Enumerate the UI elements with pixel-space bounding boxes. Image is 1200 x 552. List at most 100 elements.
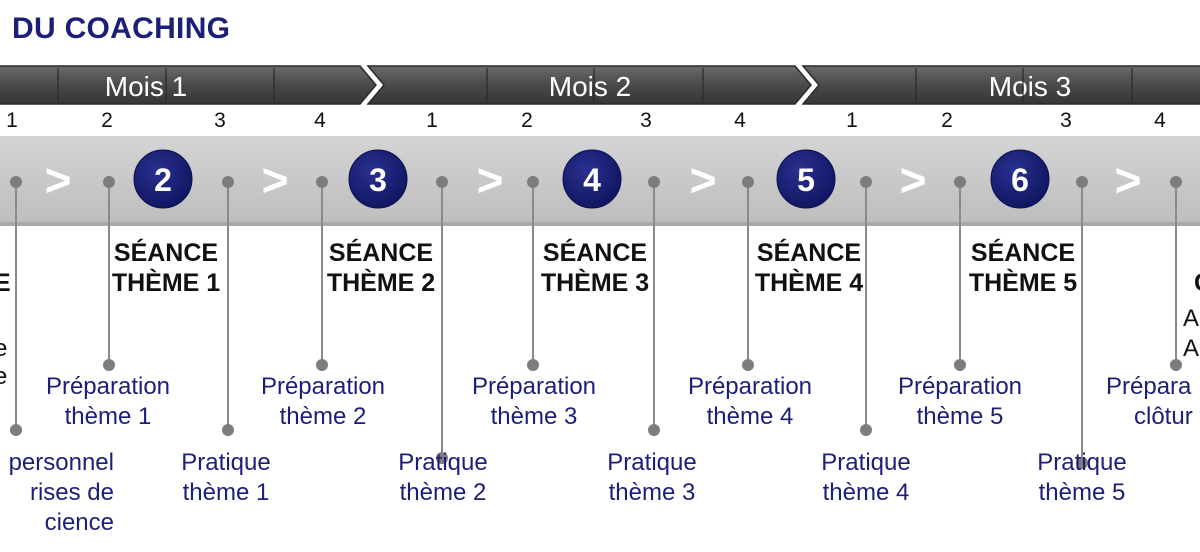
session-number-circle [133, 149, 193, 209]
practice-label-line2: thème 2 [399, 479, 487, 506]
practice-label-line2: thème 4 [822, 479, 910, 506]
connector-preparation-end-dot [316, 359, 328, 371]
practice-label-line1: Pratique [1037, 449, 1127, 476]
week-number: 3 [640, 109, 652, 132]
month-bar [801, 65, 1200, 105]
session-label-line1: SÉANCE [542, 239, 648, 267]
connector-practice-end-dot [222, 424, 234, 436]
session-label-line2: THÈME 3 [540, 269, 650, 297]
connector-practice-end-dot [860, 424, 872, 436]
partial-right-line: A [1183, 305, 1200, 332]
timeline-band-shadow [0, 222, 1200, 226]
connector-preparation-top-dot [316, 176, 328, 188]
chevron-arrow-icon: > [262, 154, 289, 206]
partial-left-fragment: e [0, 335, 8, 362]
chevron-arrow-icon: > [477, 154, 504, 206]
partial-left-heading: E [0, 269, 11, 297]
partial-right-heading: C [1194, 268, 1200, 298]
preparation-label-line1: Préparation [45, 373, 171, 400]
month-label: Mois 2 [549, 71, 631, 102]
session-number: 6 [1011, 162, 1029, 198]
preparation-label-line1: Préparation [471, 373, 597, 400]
partial-left-line: cience [44, 509, 114, 536]
connector-practice-top-dot [222, 176, 234, 188]
connector-preparation-top-dot [527, 176, 539, 188]
session-number-circle [348, 149, 408, 209]
week-number: 4 [1154, 109, 1166, 132]
practice-label: Pratique thème 3 [552, 448, 752, 508]
connector-preparation-end-dot [1170, 359, 1182, 371]
week-number: 2 [521, 109, 533, 132]
preparation-label-partial: Prépara clôtur [1106, 372, 1200, 432]
session-number: 5 [797, 162, 815, 198]
connector-preparation-top-dot [1170, 176, 1182, 188]
partial-right-line: A [1183, 335, 1200, 362]
month-bar [366, 65, 812, 105]
session-label-line2: THÈME 4 [754, 269, 864, 297]
partial-left-text: personnel rises de cience [0, 448, 114, 538]
week-number: 2 [941, 109, 953, 132]
week-number: 1 [846, 109, 858, 132]
connector-practice-end-dot [436, 452, 448, 464]
connector-preparation-end-dot [742, 359, 754, 371]
partial-left-fragment: e [0, 363, 8, 390]
practice-label-line2: thème 1 [182, 479, 270, 506]
session-number: 2 [154, 162, 172, 198]
session-number-circle [562, 149, 622, 209]
preparation-label-line2: clôtur [1134, 403, 1193, 430]
page-title: DU COACHING [12, 12, 231, 45]
month-bar [0, 65, 377, 105]
week-number: 3 [214, 109, 226, 132]
connector-practice-top-dot [648, 176, 660, 188]
practice-label-line2: thème 3 [608, 479, 696, 506]
practice-label-line2: thème 5 [1038, 479, 1126, 506]
practice-label: Pratique thème 4 [766, 448, 966, 508]
week-number: 2 [101, 109, 113, 132]
session-label-line2: THÈME 2 [326, 269, 436, 297]
practice-label: Pratique thème 5 [982, 448, 1182, 508]
month-label: Mois 1 [105, 71, 187, 102]
session-number-circle [776, 149, 836, 209]
week-number: 4 [314, 109, 326, 132]
preparation-label-line1: Prépara [1106, 373, 1192, 400]
chevron-arrow-icon: > [45, 154, 72, 206]
connector-practice-end-dot [1076, 457, 1088, 469]
partial-left-line: rises de [29, 479, 114, 506]
session-label-line1: SÉANCE [756, 239, 862, 267]
session-label-line1: SÉANCE [328, 239, 434, 267]
session-label-line2: THÈME 5 [968, 269, 1078, 297]
week-number: 1 [6, 109, 18, 132]
session-number-circle [990, 149, 1050, 209]
connector-preparation-top-dot [742, 176, 754, 188]
session-label-line1: SÉANCE [113, 239, 219, 267]
practice-label-line1: Pratique [821, 449, 911, 476]
connector-practice-top-dot [436, 176, 448, 188]
preparation-label-line2: thème 2 [279, 403, 367, 430]
connector-preparation-end-dot [527, 359, 539, 371]
chevron-arrow-icon: > [1115, 154, 1142, 206]
session-number: 4 [583, 162, 601, 198]
connector-practice-end-dot [648, 424, 660, 436]
connector-preparation-top-dot [954, 176, 966, 188]
connector-practice-top-dot [1076, 176, 1088, 188]
week-number: 3 [1060, 109, 1072, 132]
session-label-line2: THÈME 1 [111, 269, 221, 297]
practice-label-line1: Pratique [607, 449, 697, 476]
chevron-arrow-icon: > [900, 154, 927, 206]
connector-preparation-end-dot [103, 359, 115, 371]
practice-label-line1: Pratique [398, 449, 488, 476]
connector-partial-top-dot [10, 176, 22, 188]
session-label-line1: SÉANCE [970, 239, 1076, 267]
preparation-label-line1: Préparation [897, 373, 1023, 400]
session-number: 3 [369, 162, 387, 198]
connector-preparation-end-dot [954, 359, 966, 371]
